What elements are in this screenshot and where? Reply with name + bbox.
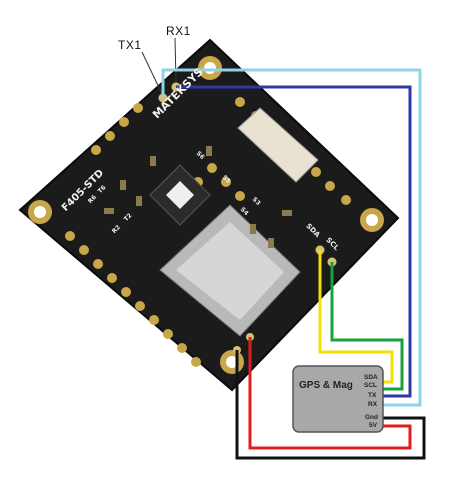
gps-module [292, 365, 384, 433]
gps-pin-tx: TX [368, 392, 377, 399]
flight-controller-board [18, 38, 400, 392]
wire-scl [330, 262, 404, 391]
rx1-callout-label: RX1 [166, 24, 191, 38]
wire-sda [318, 250, 394, 384]
wire-tx1-to-rx [161, 68, 422, 407]
board-connector [237, 107, 319, 183]
gps-pin-rx: RX [368, 401, 378, 408]
gps-pin-sda: SDA [364, 374, 378, 381]
gps-pin-scl: SCL [364, 382, 377, 389]
mounting-holes [28, 56, 384, 374]
small-components [104, 146, 292, 248]
mcu-chip [149, 164, 211, 226]
tx1-callout-label: TX1 [118, 38, 142, 52]
wire-5v [248, 337, 412, 450]
wire-rx1-to-tx [176, 85, 412, 398]
wire-gnd [235, 350, 426, 460]
gps-pin-5v: 5V [369, 422, 377, 429]
gps-module-title: GPS & Mag [299, 380, 353, 391]
gps-pin-gnd: Gnd [365, 414, 378, 421]
sd-card-slot [159, 204, 301, 337]
tx1-leader-line [141, 51, 163, 95]
rx1-leader-line [174, 37, 177, 83]
